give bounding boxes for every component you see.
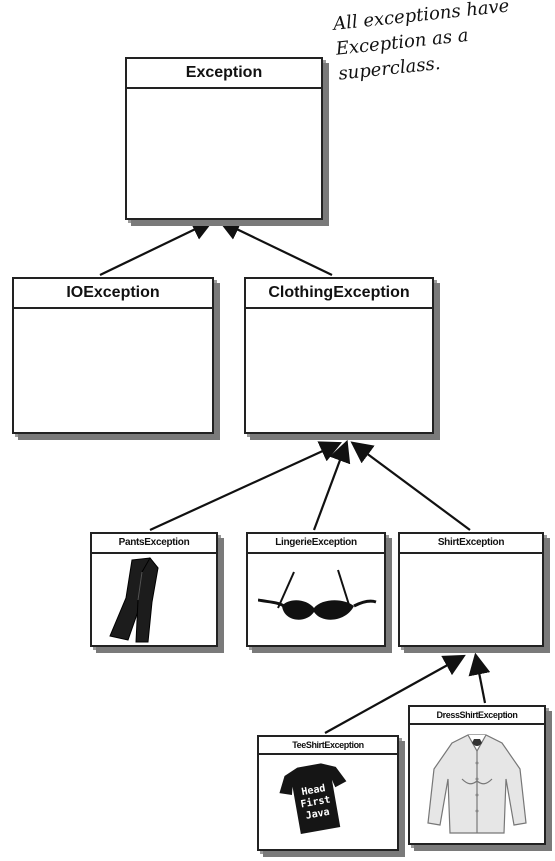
arrow-dressshirt-to-shirt [468, 652, 491, 704]
lingerieexception-class-box: LingerieException [246, 532, 386, 647]
ioexception-class-box: IOException [12, 277, 214, 434]
class-name: ClothingException [246, 279, 432, 309]
class-name: PantsException [92, 534, 216, 554]
tee-text-line-2: First [300, 793, 332, 810]
pantsexception-class-box: PantsException [90, 532, 218, 647]
teeshirtexception-class-box: TeeShirtException Head First Java [257, 735, 399, 851]
tshirt-icon: Head First Java [279, 763, 347, 834]
class-name: ShirtException [400, 534, 542, 554]
clothingexception-class-box: ClothingException [244, 277, 434, 434]
class-name: DressShirtException [410, 707, 544, 725]
dress-shirt-icon [427, 734, 527, 834]
class-name: TeeShirtException [259, 737, 397, 755]
pants-icon [109, 557, 159, 643]
dressshirtexception-class-box: DressShirtException [408, 705, 546, 845]
arrow-clothing-to-exception [218, 219, 333, 276]
exception-class-box: Exception [125, 57, 323, 220]
shirtexception-class-box: ShirtException [398, 532, 544, 647]
arrow-pants-to-clothing [149, 441, 343, 532]
tee-text-line-1: Head [301, 783, 327, 798]
class-name: Exception [127, 59, 321, 89]
arrow-io-to-exception [99, 219, 214, 276]
bra-icon [258, 569, 377, 620]
tee-text-line-3: Java [305, 807, 331, 822]
arrow-teeshirt-to-shirt [324, 654, 466, 734]
class-name: IOException [14, 279, 212, 309]
arrow-lingerie-to-clothing [312, 439, 351, 531]
arrow-shirt-to-clothing [350, 441, 471, 531]
class-name: LingerieException [248, 534, 384, 554]
